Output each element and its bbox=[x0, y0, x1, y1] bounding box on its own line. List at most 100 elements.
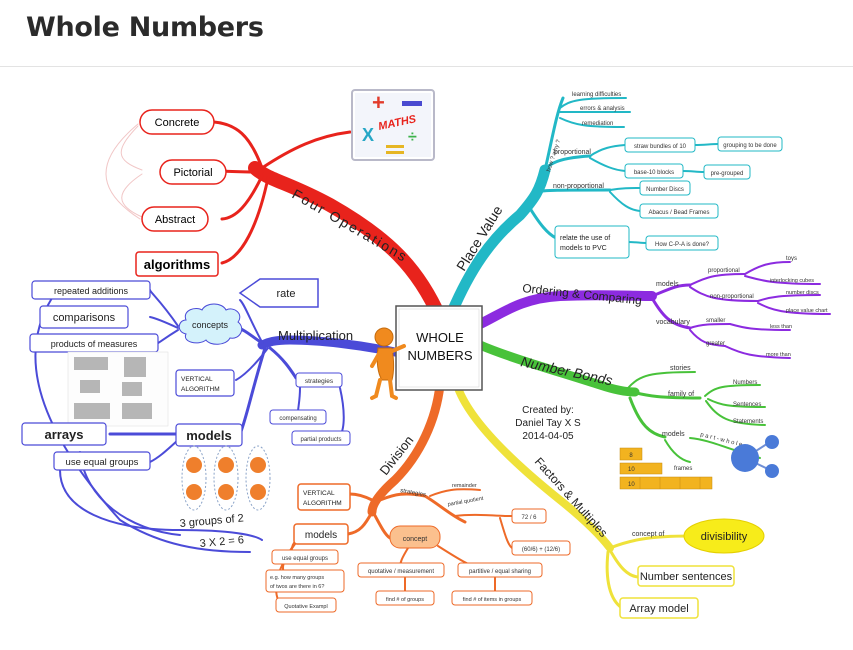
mult-partial-node[interactable] bbox=[291, 430, 351, 446]
edge-nb-numbers bbox=[704, 384, 761, 397]
nb-ten-b-label: 10 bbox=[628, 482, 635, 488]
mult-vertical-line1: VERTICAL bbox=[181, 376, 213, 383]
branch-division: VERTICAL ALGORITHM strategies remainder … bbox=[265, 380, 571, 613]
div-fi-node[interactable] bbox=[451, 590, 533, 606]
div-qe-label: Quotative Exampl bbox=[284, 604, 327, 610]
comparisons-node[interactable] bbox=[39, 305, 129, 329]
div-qe-node[interactable] bbox=[275, 597, 337, 613]
mult-vertical-node[interactable] bbox=[175, 369, 235, 397]
edge-red-maths bbox=[260, 130, 352, 170]
edge-div-concept bbox=[370, 508, 392, 540]
div-part-node[interactable] bbox=[457, 562, 543, 578]
edge-nb-family bbox=[630, 390, 702, 400]
edge-nb-frames bbox=[664, 439, 691, 463]
svg-text:÷: ÷ bbox=[408, 129, 417, 146]
edge-mult-comp bbox=[297, 387, 301, 413]
mult-comp-node[interactable] bbox=[269, 409, 327, 425]
div-equal-node[interactable] bbox=[271, 549, 339, 565]
abstract-node[interactable] bbox=[141, 206, 209, 232]
pv-bundles-node[interactable] bbox=[624, 137, 696, 153]
ord-cubes-label: interlocking cubes bbox=[770, 278, 814, 284]
pv-abacus-node[interactable] bbox=[639, 203, 719, 219]
div-strategies-label: strategies bbox=[400, 488, 427, 498]
pv-relate-node[interactable] bbox=[554, 225, 630, 259]
edge-pv-pregrouped bbox=[682, 170, 705, 173]
divisibility-node[interactable] bbox=[683, 518, 765, 554]
ord-morethan-label: more than bbox=[766, 352, 791, 358]
mult-models-node[interactable] bbox=[175, 423, 243, 447]
edge-pv-abacus bbox=[609, 191, 641, 212]
mult-equal-node[interactable] bbox=[53, 451, 151, 471]
mult-strategies-node[interactable] bbox=[295, 372, 343, 388]
div-part-label: partitive / equal sharing bbox=[469, 569, 531, 575]
rate-node[interactable] bbox=[238, 278, 319, 308]
branch-ordering-comparing: models proportional toys interlocking cu… bbox=[473, 256, 831, 359]
edge-mult-comparisons bbox=[149, 316, 179, 329]
edge-pv-proportional bbox=[538, 154, 592, 180]
edge-ord-morethan bbox=[724, 345, 791, 359]
div-72-node[interactable] bbox=[511, 508, 547, 524]
center-line2: NUMBERS bbox=[407, 348, 472, 363]
edge-pv-discs bbox=[609, 187, 641, 191]
edge-ord-vocab bbox=[650, 296, 692, 330]
pv-discs-node[interactable] bbox=[639, 180, 691, 196]
nb-statements-label: Statements bbox=[733, 419, 763, 425]
edge-pv-cpa bbox=[627, 241, 647, 244]
pictorial-node[interactable] bbox=[159, 159, 227, 185]
concrete-node[interactable] bbox=[139, 109, 215, 135]
pv-pregrouped-node[interactable] bbox=[703, 164, 751, 180]
pictorial-label: Pictorial bbox=[173, 167, 212, 179]
div-vertical-node[interactable] bbox=[297, 483, 351, 511]
div-eg-line1: e.g. how many groups bbox=[270, 575, 324, 581]
repeated-node[interactable] bbox=[31, 280, 151, 300]
page-header: Whole Numbers bbox=[0, 0, 853, 67]
nb-family-label: family of bbox=[668, 391, 694, 398]
div-eg-node[interactable] bbox=[265, 569, 345, 593]
concepts-node[interactable] bbox=[178, 303, 243, 345]
mult-comp-label: compensating bbox=[279, 416, 316, 422]
edge-number-bonds bbox=[475, 340, 640, 397]
edge-nb-stories bbox=[627, 371, 696, 389]
div-fi-label: find # of items in groups bbox=[463, 597, 522, 603]
mult-equation-label: 3 X 2 = 6 bbox=[199, 534, 244, 550]
arrays-node[interactable] bbox=[21, 422, 107, 446]
edge-ord-cubes bbox=[744, 275, 821, 285]
edge-div-partial bbox=[454, 513, 506, 517]
mult-groups-label: 3 groups of 2 bbox=[179, 512, 244, 530]
edge-fm-array bbox=[605, 550, 624, 610]
credit-line3: 2014-04-05 bbox=[522, 431, 574, 442]
edge-ordering bbox=[473, 290, 657, 330]
mult-models-label: models bbox=[186, 428, 232, 443]
mind-map-frame: Concrete Pictorial Abstract algorithms +… bbox=[0, 67, 853, 645]
array-model-node[interactable] bbox=[619, 597, 699, 619]
mult-concepts-label: concepts bbox=[192, 320, 229, 330]
ord-chart-label: place value chart bbox=[786, 308, 828, 314]
center-node[interactable] bbox=[395, 305, 483, 391]
div-quot-node[interactable] bbox=[357, 562, 445, 578]
pv-cpa-node[interactable] bbox=[645, 235, 719, 251]
div-60-node[interactable] bbox=[511, 540, 571, 556]
fm-array-label: Array model bbox=[629, 603, 688, 615]
branch-multiplication: rate concepts repeated additions compari… bbox=[21, 278, 400, 553]
edge-mult-models bbox=[238, 346, 267, 436]
edge-ord-smaller bbox=[689, 323, 731, 329]
div-models-node[interactable] bbox=[293, 523, 349, 545]
edge-four-operations bbox=[248, 161, 447, 325]
edge-place-value bbox=[446, 164, 551, 318]
edge-factors bbox=[454, 384, 614, 552]
credit-line2: Daniel Tay X S bbox=[515, 418, 581, 429]
center-node-group: WHOLE NUMBERS bbox=[395, 305, 483, 391]
edge-red-link-2 bbox=[121, 173, 143, 218]
pv-grouping-node[interactable] bbox=[717, 136, 783, 152]
pv-base10-node[interactable] bbox=[624, 163, 684, 179]
number-sentences-node[interactable] bbox=[637, 565, 735, 587]
arrow-tag-icon: rate bbox=[238, 278, 319, 308]
div-concept-node[interactable] bbox=[389, 525, 441, 549]
edge-mult-strategies bbox=[268, 346, 298, 380]
algorithms-node[interactable] bbox=[135, 251, 219, 277]
ord-greater-label: greater bbox=[706, 341, 725, 347]
div-fg-node[interactable] bbox=[375, 590, 435, 606]
edge-mult-equal bbox=[149, 439, 179, 463]
pv-abacus-label: Abacus / Bead Frames bbox=[648, 210, 709, 216]
number-bonds-label: Number Bonds bbox=[519, 353, 614, 388]
